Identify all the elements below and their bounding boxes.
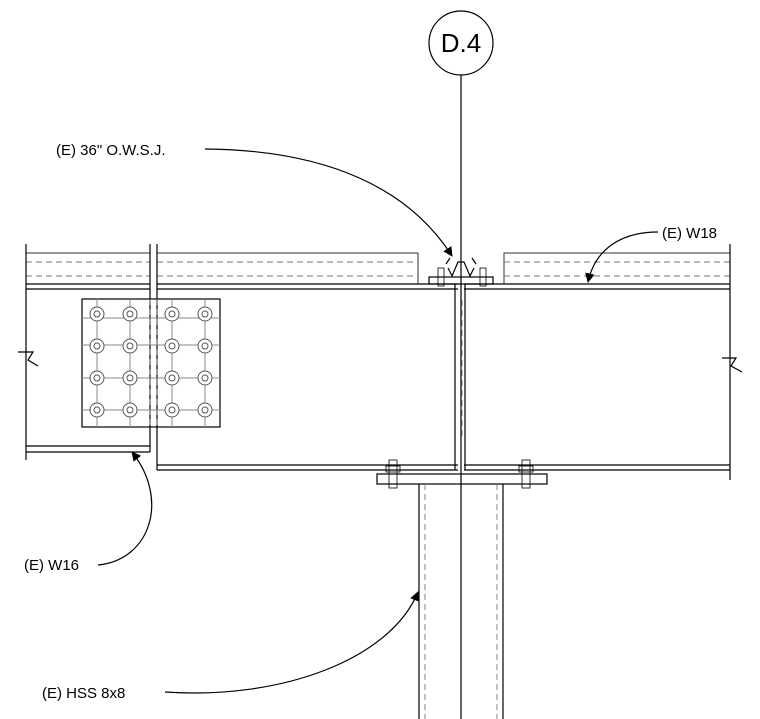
break-line-right <box>722 357 743 373</box>
w16-leader <box>97 451 153 566</box>
w18-leader <box>585 231 659 283</box>
joist-callout: (E) 36" O.W.S.J. <box>56 142 166 159</box>
hss-leader <box>164 591 420 694</box>
grid-bubble-label: D.4 <box>441 28 481 58</box>
w18-beam-left <box>157 283 458 471</box>
joist-seat <box>428 257 494 287</box>
joist-leader <box>204 148 453 257</box>
deck-slab <box>25 252 731 285</box>
w16-callout: (E) W16 <box>24 557 79 574</box>
cap-plate <box>376 459 548 489</box>
hss-callout: (E) HSS 8x8 <box>42 685 125 702</box>
w18-callout: (E) W18 <box>662 225 717 242</box>
break-line-left <box>18 351 39 367</box>
w18-beam-right <box>464 244 743 480</box>
grid-line-d4: D.4 <box>428 10 494 719</box>
splice-plate <box>81 298 221 428</box>
w16-beam <box>18 244 158 470</box>
bolt-group <box>89 306 213 418</box>
